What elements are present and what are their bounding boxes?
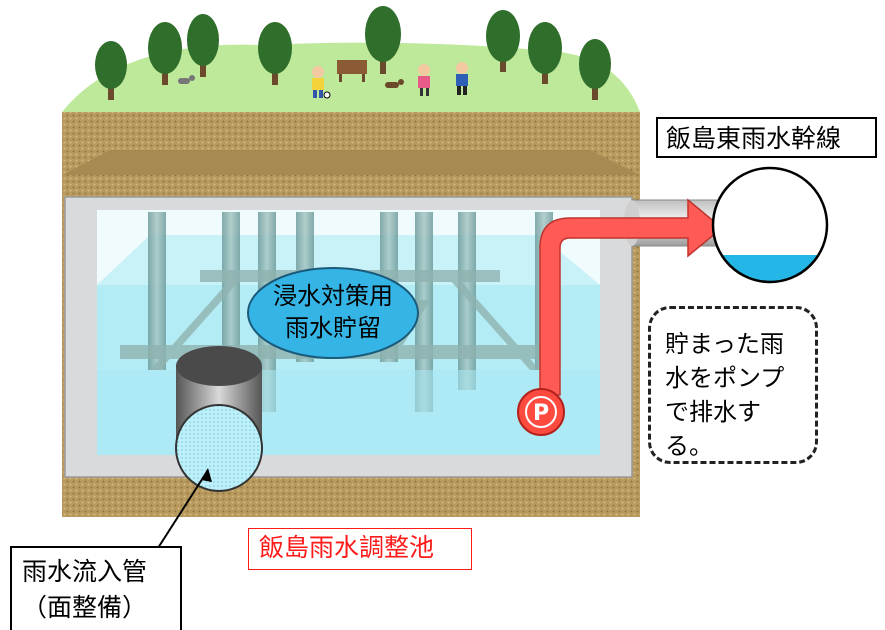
trees — [95, 6, 611, 100]
inflow-label-line1: 雨水流入管 — [22, 557, 148, 586]
child-icon — [418, 64, 430, 96]
main-line-section — [711, 166, 829, 284]
tree-icon — [187, 14, 219, 77]
pump-note: 貯まった雨 水をポンプ で排水する。 — [648, 306, 818, 464]
storage-label-line1: 浸水対策用 — [273, 282, 393, 310]
inflow-pipe — [175, 346, 263, 492]
soil-backfill — [62, 150, 640, 175]
inflow-pipe-opening — [175, 404, 263, 492]
tree-icon — [528, 22, 562, 84]
dog-icon — [385, 79, 404, 88]
inflow-label-line2: （面整備） — [22, 593, 148, 622]
tree-icon — [486, 10, 520, 72]
tree-icon — [95, 41, 127, 100]
inflow-pointer-arrowhead — [201, 468, 212, 482]
tree-icon — [258, 22, 292, 85]
dog-icon — [178, 75, 195, 84]
park-figures — [178, 60, 468, 99]
pump-note-line2: 水をポンプ — [665, 364, 785, 392]
tree-icon — [148, 22, 182, 85]
bench-icon — [337, 60, 367, 82]
pump-symbol: P — [533, 401, 549, 426]
child-icon — [312, 66, 324, 98]
ball-icon — [323, 91, 331, 99]
pond-name-label: 飯島雨水調整池 — [248, 528, 472, 570]
child-icon — [456, 62, 468, 95]
inflow-pipe-label: 雨水流入管 （面整備） — [10, 546, 182, 630]
pump-note-line3: で排水する。 — [665, 398, 761, 460]
storage-label-line2: 雨水貯留 — [285, 314, 381, 342]
main-line-label: 飯島東雨水幹線 — [656, 117, 877, 158]
storage-ellipse — [247, 267, 419, 359]
pump-icon — [517, 388, 565, 436]
tree-icon — [579, 39, 611, 100]
pump-arrow — [539, 198, 724, 396]
pump-note-line1: 貯まった雨 — [665, 330, 785, 358]
tree-icon — [365, 6, 401, 74]
inflow-pointer-line — [157, 469, 209, 549]
